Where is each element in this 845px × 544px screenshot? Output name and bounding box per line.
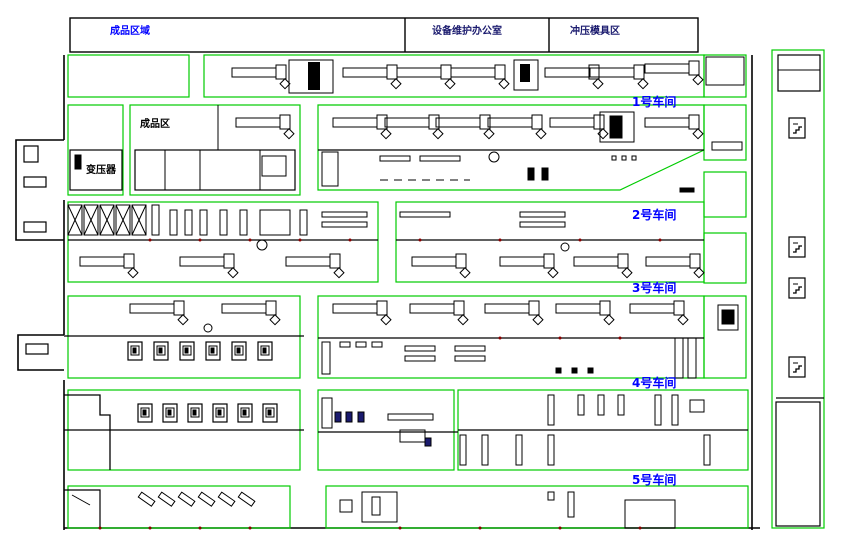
- row3-zones: [67, 201, 747, 284]
- transformer-label: 变压器: [86, 163, 117, 176]
- stair-icon: [788, 117, 806, 378]
- column-dots: [98, 238, 662, 530]
- header-strip: [69, 17, 699, 53]
- row2-details: [69, 105, 743, 193]
- row4-zones: [67, 295, 747, 379]
- header-stamping-die-label: 冲压模具区: [570, 24, 620, 37]
- workshop-1-label: 1号车间: [632, 94, 676, 109]
- row2-zones: [67, 104, 747, 218]
- row4-details: [64, 300, 739, 379]
- workshop-2-label: 2号车间: [632, 207, 676, 222]
- workshop-4-label: 4号车间: [632, 375, 676, 390]
- row6-zones: [67, 485, 749, 529]
- workshop-3-label: 3号车间: [632, 280, 676, 295]
- left-annex: [23, 145, 49, 355]
- row5-details: [64, 394, 748, 470]
- finished-area-label: 成品区: [140, 117, 170, 130]
- row6-details: [64, 489, 676, 529]
- row3-details: [67, 204, 705, 279]
- header-maintenance-office-label: 设备维护办公室: [432, 24, 502, 37]
- row1-zones: [67, 54, 747, 98]
- right-corridor: [771, 49, 825, 529]
- row1-machines: [231, 56, 745, 94]
- header-finished-goods-label: 成品区域: [110, 24, 150, 37]
- workshop-5-label: 5号车间: [632, 472, 676, 487]
